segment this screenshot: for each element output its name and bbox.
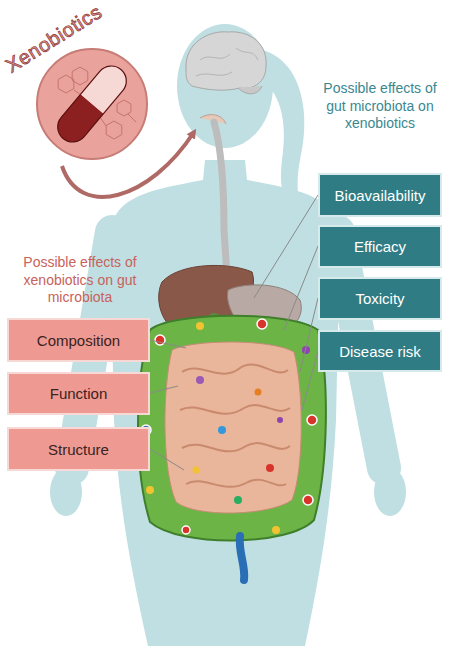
effect-box: Function — [7, 372, 150, 415]
xenobiotics-circle: Xenobiotics — [36, 48, 148, 160]
effect-box: Bioavailability — [318, 173, 442, 217]
effect-box: Composition — [7, 318, 150, 362]
box-label: Function — [50, 385, 108, 402]
intestine-loops — [180, 365, 290, 487]
pill-circle-art — [36, 48, 148, 160]
small-intestine — [165, 342, 301, 513]
cerebellum — [238, 86, 262, 94]
box-label: Bioavailability — [335, 187, 426, 204]
head — [177, 24, 273, 148]
left-hand — [50, 468, 82, 516]
gut-bacteria — [141, 319, 317, 534]
circle-outline — [37, 49, 147, 159]
brain-folds — [196, 48, 258, 76]
box-label: Efficacy — [354, 238, 406, 255]
box-label: Toxicity — [355, 290, 404, 307]
effect-box: Structure — [7, 427, 150, 471]
group-heading: Possible effects of xenobiotics on gut m… — [4, 254, 156, 307]
effect-box: Efficacy — [318, 225, 442, 268]
effect-box: Disease risk — [318, 330, 442, 372]
box-label: Structure — [48, 441, 109, 458]
capsule — [52, 60, 133, 148]
effect-box: Toxicity — [318, 277, 442, 320]
large-intestine — [138, 316, 326, 541]
right-hand — [374, 468, 406, 516]
group-heading: Possible effects of gut microbiota on xe… — [312, 80, 448, 133]
leader-lines — [150, 195, 318, 470]
box-label: Disease risk — [339, 343, 421, 360]
brain — [186, 32, 266, 90]
rectum — [240, 536, 245, 580]
box-label: Composition — [37, 332, 120, 349]
